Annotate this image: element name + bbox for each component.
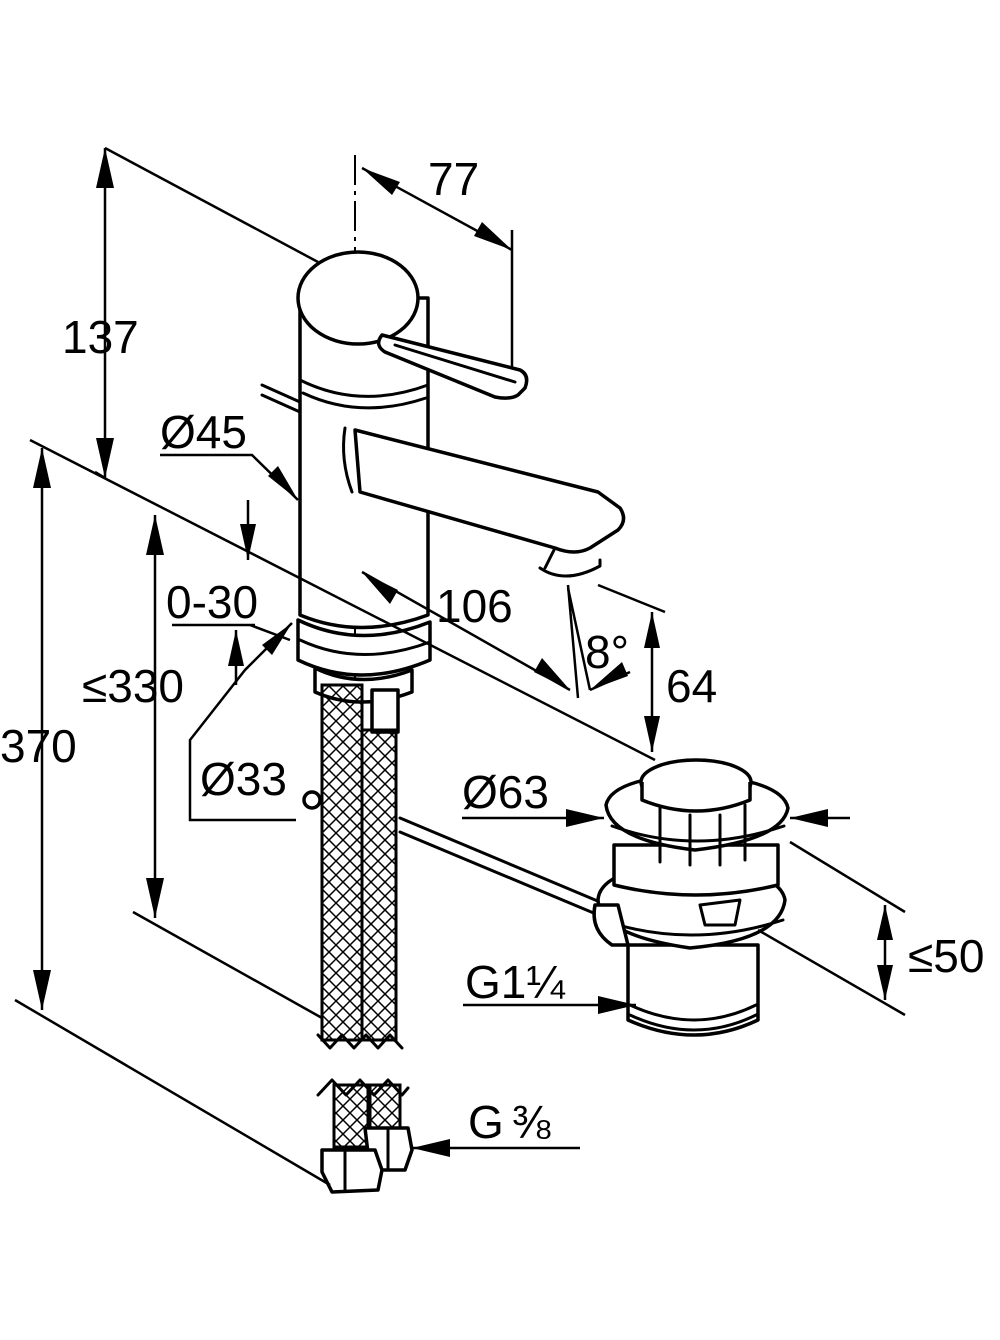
dimension-330-label: ≤330: [82, 660, 184, 712]
dimension-d63: Ø63: [462, 766, 850, 827]
supply-hoses: [316, 683, 414, 1194]
dimension-50-label: ≤50: [908, 930, 984, 982]
dimension-370: 370: [0, 438, 656, 1187]
dimension-8deg: 8°: [566, 587, 631, 692]
thread-g114: G1¼: [463, 956, 636, 1014]
dimension-d33-label: Ø33: [200, 753, 287, 805]
dimension-d63-label: Ø63: [462, 766, 549, 818]
dimension-106-label: 106: [436, 580, 513, 632]
dimension-64: 64: [597, 583, 717, 752]
dimension-50: ≤50: [757, 840, 984, 1017]
thread-g38: G ⅜: [412, 1096, 580, 1157]
thread-g38-prefix: G: [468, 1096, 504, 1148]
dimension-77: 77: [361, 153, 514, 372]
drain-valve: [592, 758, 790, 1037]
dimension-77-label: 77: [428, 153, 479, 205]
dimension-8deg-label: 8°: [585, 626, 629, 678]
dimension-330: ≤330: [82, 515, 323, 1020]
dimension-0-30-label: 0-30: [166, 576, 258, 628]
dimension-0-30: 0-30: [166, 500, 291, 685]
dimension-370-label: 370: [0, 720, 77, 772]
dimension-137: 137: [62, 146, 319, 480]
dimension-137-label: 137: [62, 311, 139, 363]
dimension-106: 106: [361, 570, 580, 699]
dimension-d45-label: Ø45: [160, 406, 247, 458]
thread-g114-label: G1¼: [465, 956, 565, 1008]
dimension-d33: Ø33: [188, 622, 296, 822]
popup-rod: [302, 790, 602, 916]
faucet-body: [260, 250, 626, 734]
dimension-64-label: 64: [666, 660, 717, 712]
thread-g38-fraction: ⅜: [512, 1096, 551, 1148]
dimension-d45: Ø45: [160, 406, 299, 501]
